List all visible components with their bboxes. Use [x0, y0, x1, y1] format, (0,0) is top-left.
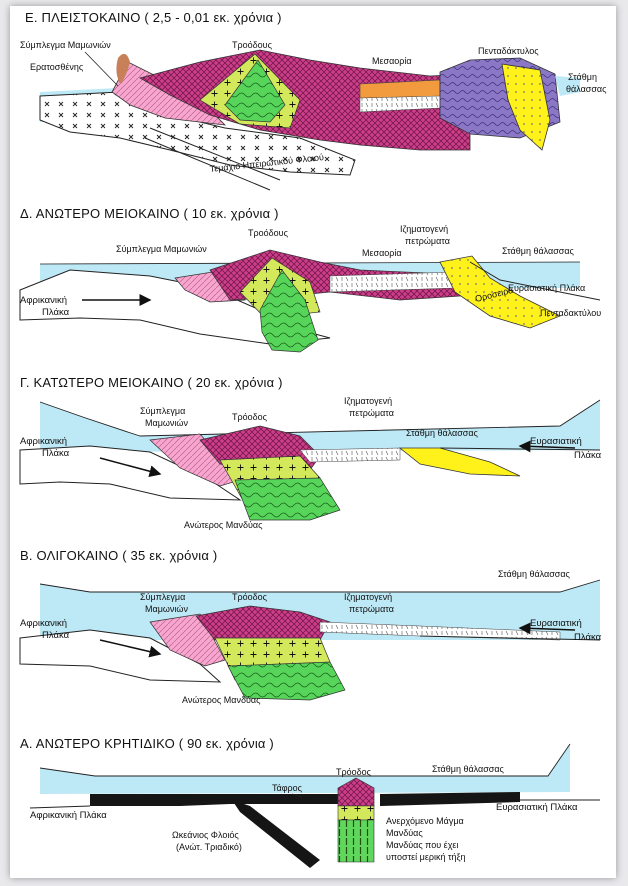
- label-oceanic-2: (Ανώτ. Τριαδικό): [176, 842, 242, 852]
- label-mesaoria: Μεσαορία: [362, 248, 402, 258]
- oceanic-crust-east: [380, 792, 520, 806]
- label-eurasian: Ευρασιατική Πλάκα: [508, 283, 585, 293]
- label-magma: Ανερχόμενο Μάγμα: [386, 816, 464, 826]
- label-mantle: Μανδύας: [386, 828, 423, 838]
- label-african-2: Πλάκα: [42, 630, 70, 641]
- magma-chamber: [337, 805, 375, 821]
- label-eurasian-2: Πλάκα: [574, 450, 602, 461]
- figure-icon: [116, 53, 130, 84]
- panel-upper-miocene: Δ. ΑΝΩΤΕΡΟ ΜΕΙΟΚΑΙΝΟ ( 10 εκ. χρόνια ) Τ…: [19, 206, 601, 353]
- label-pentadaktylos: Πενταδάκτυλος: [478, 46, 539, 56]
- sediment-layer: [299, 447, 401, 463]
- label-sediments-2: πετρώματα: [349, 408, 394, 418]
- label-african-2: Πλάκα: [42, 448, 70, 459]
- label-sea-level: Στάθμη θάλασσας: [432, 764, 505, 774]
- troodos-massif: [138, 49, 471, 151]
- label-sea-level-2: θάλασσας: [566, 84, 607, 94]
- label-range-2: Πενταδακτύλου: [540, 308, 601, 318]
- panel-oligocene: Β. ΟΛΙΓΟΚΑΙΝΟ ( 35 εκ. χρόνια ) Στάθμη θ…: [19, 548, 602, 705]
- label-eurasian-2: Πλάκα: [574, 632, 602, 643]
- label-sediments-1: Ιζηματογενή: [400, 224, 448, 234]
- label-mamonia: Σύμπλεγμα Μαμωνιών: [20, 40, 111, 50]
- label-sea-level-1: Στάθμη: [568, 72, 597, 82]
- sea-area: [40, 400, 600, 452]
- label-sea-level: Στάθμη θάλασσας: [406, 428, 479, 438]
- troodos-mantle: [259, 269, 319, 353]
- troodos-mantle: [234, 477, 341, 521]
- label-troodos: Τρόοδος: [232, 592, 268, 602]
- label-mamonia-2: Μαμωνιών: [145, 418, 188, 428]
- label-african-2: Πλάκα: [42, 307, 70, 318]
- label-sediments-2: πετρώματα: [349, 604, 394, 614]
- leader-line: [291, 793, 303, 798]
- pentadaktylos-range: [439, 255, 561, 329]
- label-oceanic-1: Ωκεάνιος Φλοιός: [172, 830, 239, 840]
- label-partial-1: Μανδύας που έχει: [386, 840, 458, 850]
- panel-title: Ε. ΠΛΕΙΣΤΟΚΑΙΝΟ ( 2,5 - 0,01 εκ. χρόνια …: [25, 10, 282, 25]
- label-mantle: Ανώτερος Μανδύας: [182, 695, 261, 705]
- sea-level-line: [39, 579, 601, 593]
- label-eratosthenes: Ερατοσθένης: [30, 62, 84, 72]
- plate-motion-arrow-left: [99, 639, 162, 658]
- coastline: [39, 743, 571, 777]
- label-sediments-2: πετρώματα: [405, 236, 450, 246]
- label-mamonia-2: Μαμωνιών: [145, 604, 188, 614]
- eurasian-plate: [469, 261, 601, 301]
- label-mantle: Ανώτερος Μανδύας: [184, 520, 263, 530]
- subducting-slab: [232, 800, 320, 868]
- label-trench: Τάφρος: [272, 783, 303, 793]
- label-sea-level: Στάθμη θάλασσας: [502, 246, 575, 256]
- sea-area: [40, 744, 570, 794]
- label-african: Αφρικανική Πλάκα: [30, 810, 107, 821]
- plate-motion-arrow-right: [518, 440, 576, 453]
- label-african-1: Αφρικανική: [20, 618, 67, 629]
- panel-title: Γ. ΚΑΤΩΤΕΡΟ ΜΕΙΟΚΑΙΝΟ ( 20 εκ. χρόνια ): [20, 375, 283, 390]
- troodos-mantle: [224, 59, 286, 123]
- rising-magma: [337, 819, 375, 863]
- sea-area-right: [555, 76, 580, 96]
- label-troodos: Τρόοδος: [336, 767, 372, 777]
- panel-pleistocene: Ε. ΠΛΕΙΣΤΟΚΑΙΝΟ ( 2,5 - 0,01 εκ. χρόνια …: [20, 10, 607, 191]
- label-eurasian-1: Ευρασιατική: [530, 618, 582, 629]
- label-mamonia-1: Σύμπλεγμα: [140, 406, 185, 416]
- label-eurasian-1: Ευρασιατική: [530, 436, 582, 447]
- leader-line: [84, 51, 119, 87]
- mamonia-complex: [149, 433, 241, 487]
- panel-title: Δ. ΑΝΩΤΕΡΟ ΜΕΙΟΚΑΙΝΟ ( 10 εκ. χρόνια ): [20, 206, 279, 221]
- eurasian-plate: [419, 635, 601, 641]
- sediment-layer: [319, 621, 561, 641]
- plate-motion-arrow-left: [99, 457, 162, 478]
- label-african-1: Αφρικανική: [20, 436, 67, 447]
- pentadaktylos-range: [398, 447, 521, 477]
- tectonic-evolution-diagram: Ε. ΠΛΕΙΣΤΟΚΑΙΝΟ ( 2,5 - 0,01 εκ. χρόνια …: [19, 10, 607, 868]
- african-plate: [19, 269, 331, 345]
- troodos-seed: [337, 777, 375, 807]
- figure-card: Ε. ΠΛΕΙΣΤΟΚΑΙΝΟ ( 2,5 - 0,01 εκ. χρόνια …: [10, 6, 616, 878]
- coastline: [39, 399, 601, 437]
- african-plate: [19, 629, 222, 683]
- label-sea-level: Στάθμη θάλασσας: [498, 569, 571, 579]
- panel-title: Α. ΑΝΩΤΕΡΟ ΚΡΗΤΙΔΙΚΟ ( 90 εκ. χρόνια ): [20, 736, 274, 751]
- panel-upper-cretaceous: Α. ΑΝΩΤΕΡΟ ΚΡΗΤΙΔΙΚΟ ( 90 εκ. χρόνια ) Σ…: [20, 736, 600, 868]
- label-mamonia: Σύμπλεγμα Μαμωνιών: [116, 244, 207, 254]
- label-troodos: Τροόδους: [232, 40, 273, 50]
- kyrenia-limestone: [501, 63, 551, 151]
- label-african-1: Αφρικανική: [20, 295, 67, 306]
- label-troodos: Τρόοδος: [232, 412, 268, 422]
- panel-title: Β. ΟΛΙΓΟΚΑΙΝΟ ( 35 εκ. χρόνια ): [20, 548, 217, 563]
- african-plate: [29, 805, 91, 809]
- label-mesaoria: Μεσαορία: [372, 56, 412, 66]
- slab-line: [144, 127, 281, 191]
- plate-motion-arrow-right: [518, 622, 576, 635]
- panel-lower-miocene: Γ. ΚΑΤΩΤΕΡΟ ΜΕΙΟΚΑΙΝΟ ( 20 εκ. χρόνια ) …: [19, 375, 602, 530]
- oceanic-crust: [90, 794, 340, 806]
- label-sediments-1: Ιζηματογενή: [344, 396, 392, 406]
- label-partial-2: υποστεί μερική τήξη: [386, 852, 466, 862]
- label-troodos: Τροόδους: [248, 228, 289, 238]
- label-sediments-1: Ιζηματογενή: [344, 592, 392, 602]
- troodos-mantle: [227, 661, 346, 701]
- label-mamonia-1: Σύμπλεγμα: [140, 592, 185, 602]
- african-plate: [19, 445, 242, 501]
- label-eurasian: Ευρασιατική Πλάκα: [496, 802, 578, 813]
